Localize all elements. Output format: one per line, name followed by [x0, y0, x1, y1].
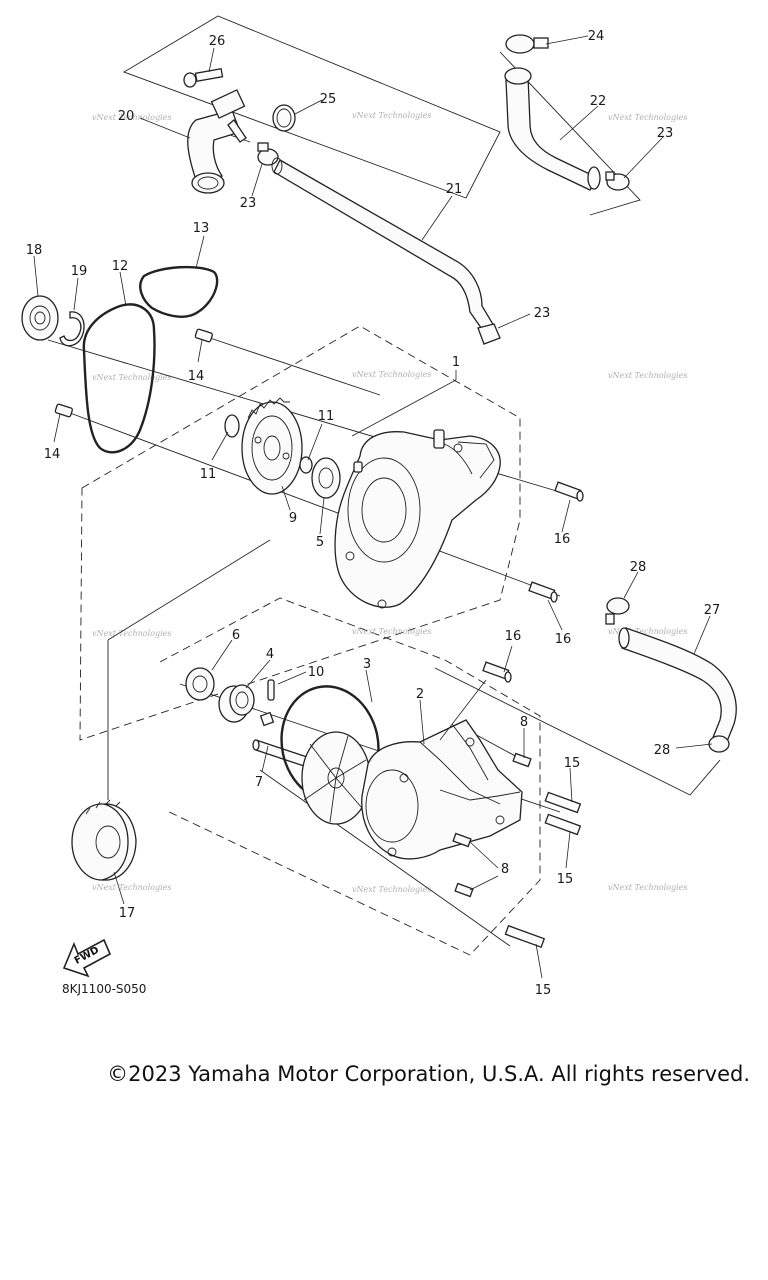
exploded-parts-diagram: vNext Technologies vNext Technologies vN… — [21, 15, 737, 998]
dowel-pin-14 — [194, 328, 213, 343]
o-ring-25 — [272, 104, 296, 132]
diagram-code: 8KJ1100-S050 — [62, 982, 146, 996]
circlip-11 — [224, 414, 240, 438]
circlip-11 — [299, 456, 313, 474]
watermark: vNext Technologies — [352, 370, 431, 379]
bolt-16 — [528, 581, 558, 603]
pump-housing-2 — [361, 719, 523, 860]
callout-12: 12 — [112, 259, 129, 274]
callout-10: 10 — [308, 665, 325, 680]
callout-16: 16 — [505, 629, 522, 644]
callout-25: 25 — [320, 92, 337, 107]
callout-23: 23 — [657, 126, 674, 141]
callout-13: 13 — [193, 221, 210, 236]
bolt-26 — [183, 68, 224, 88]
bolt-16 — [554, 481, 584, 502]
callout-15: 15 — [564, 756, 581, 771]
clamp-23 — [605, 171, 630, 191]
callout-5: 5 — [316, 535, 324, 550]
assembly-outlines — [79, 15, 721, 956]
gear-9 — [241, 397, 303, 495]
callout-labels: 1 2 3 4 5 6 7 8 8 9 10 11 11 12 13 14 14… — [26, 29, 721, 998]
callout-27: 27 — [704, 603, 721, 618]
mechanical-seal-4 — [218, 684, 255, 723]
gasket-12 — [82, 303, 156, 454]
callout-14: 14 — [188, 369, 205, 384]
callout-21: 21 — [446, 182, 463, 197]
bolt-8 — [454, 882, 474, 898]
callout-28: 28 — [654, 743, 671, 758]
gear-17 — [71, 799, 137, 881]
dowel-pin-14 — [54, 403, 73, 418]
callout-4: 4 — [266, 647, 274, 662]
impeller — [301, 731, 371, 825]
watermark: vNext Technologies — [608, 883, 687, 892]
pump-assembly-outline — [159, 597, 541, 956]
copyright-notice: ©2023 Yamaha Motor Corporation, U.S.A. A… — [107, 1062, 750, 1086]
leader-lines — [33, 35, 713, 979]
clamp-23 — [257, 142, 279, 166]
hose-group-outline — [122, 15, 501, 199]
bolt-16 — [482, 661, 512, 683]
callout-17: 17 — [119, 906, 136, 921]
callout-16: 16 — [555, 632, 572, 647]
callout-26: 26 — [209, 34, 226, 49]
callout-9: 9 — [289, 511, 297, 526]
callout-18: 18 — [26, 243, 43, 258]
watermark: vNext Technologies — [92, 629, 171, 638]
o-ring-13 — [139, 265, 219, 318]
clamp-28 — [605, 597, 630, 625]
callout-7: 7 — [255, 775, 263, 790]
callout-8: 8 — [520, 715, 528, 730]
watermark: vNext Technologies — [352, 885, 431, 894]
callout-11: 11 — [318, 409, 335, 424]
callout-24: 24 — [588, 29, 605, 44]
bolt-15 — [544, 813, 582, 836]
callout-20: 20 — [118, 109, 135, 124]
callout-2: 2 — [416, 687, 424, 702]
watermark: vNext Technologies — [352, 627, 431, 636]
watermark: vNext Technologies — [352, 111, 431, 120]
bearing-5 — [311, 457, 341, 499]
watermark: vNext Technologies — [92, 113, 171, 122]
pump-cover-1 — [334, 429, 501, 609]
hose-right-outline — [499, 51, 641, 216]
clamp-24 — [505, 34, 549, 54]
bolt-15 — [544, 791, 582, 814]
callout-19: 19 — [71, 264, 88, 279]
watermark: vNext Technologies — [92, 373, 171, 382]
watermarks: vNext Technologies vNext Technologies vN… — [92, 111, 687, 894]
bearing-18 — [21, 295, 59, 341]
watermark: vNext Technologies — [92, 883, 171, 892]
watermark: vNext Technologies — [608, 627, 687, 636]
hose-22 — [504, 67, 601, 191]
watermark: vNext Technologies — [608, 113, 687, 122]
bolt-8 — [452, 832, 472, 848]
oil-seal-6 — [185, 667, 215, 701]
hose-27-outline — [434, 667, 721, 796]
callout-23: 23 — [240, 196, 257, 211]
callout-15: 15 — [557, 872, 574, 887]
circlip-19 — [59, 311, 85, 347]
hose-27 — [618, 627, 737, 745]
pin-10 — [267, 679, 275, 701]
callout-15: 15 — [535, 983, 552, 998]
callout-22: 22 — [590, 94, 607, 109]
cover-assembly-outline — [79, 325, 521, 741]
callout-16: 16 — [554, 532, 571, 547]
callout-23: 23 — [534, 306, 551, 321]
hose-20 — [187, 89, 247, 194]
callout-3: 3 — [363, 657, 371, 672]
callout-1: 1 — [452, 355, 460, 370]
callout-11: 11 — [200, 467, 217, 482]
watermark: vNext Technologies — [608, 371, 687, 380]
callout-6: 6 — [232, 628, 240, 643]
clamp-23 — [477, 323, 501, 345]
callout-14: 14 — [44, 447, 61, 462]
callout-8: 8 — [501, 862, 509, 877]
bolt-15 — [504, 924, 546, 949]
fwd-arrow-icon: FWD — [62, 938, 112, 978]
bolt-8 — [512, 752, 532, 768]
callout-28: 28 — [630, 560, 647, 575]
